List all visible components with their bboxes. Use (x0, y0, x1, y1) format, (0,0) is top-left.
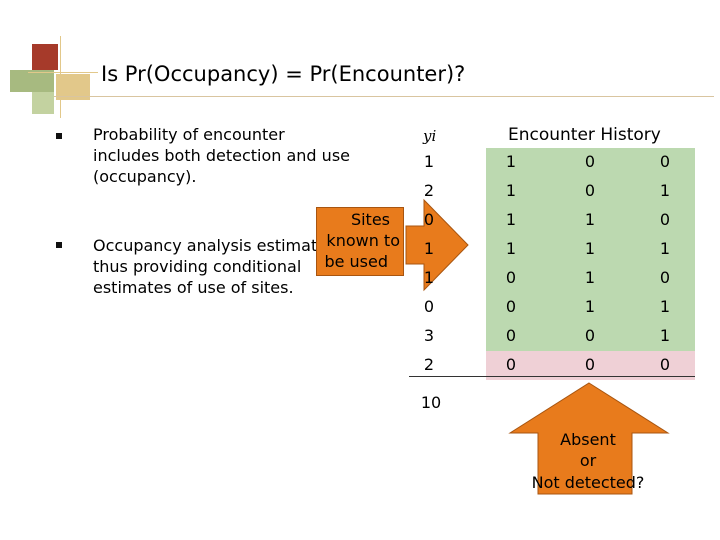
history-cell: 0 (659, 152, 671, 171)
callout-line-1: Sites (350, 210, 390, 229)
arrow-note-line-2: or (579, 451, 597, 470)
history-cell: 1 (659, 239, 671, 258)
yi-cell: 0 (423, 297, 435, 316)
bullet-marker-2 (56, 242, 62, 248)
deco-red-block (32, 44, 58, 70)
deco-vline (60, 36, 61, 118)
callout-line-3: be used (324, 252, 388, 271)
table-row-shade (486, 322, 695, 351)
bullet-text-2: Occupancy analysis estimates each thus p… (93, 236, 380, 297)
history-cell: 0 (505, 297, 517, 316)
table-row-shade (486, 148, 695, 177)
history-cell: 1 (584, 268, 596, 287)
history-cell: 1 (505, 181, 517, 200)
table-row-shade (486, 264, 695, 293)
bullet-marker-1 (56, 133, 62, 139)
history-cell: 1 (505, 152, 517, 171)
arrow-note-line-1: Absent (560, 430, 616, 449)
yi-cell: 1 (423, 239, 435, 258)
history-cell: 0 (584, 181, 596, 200)
history-cell: 0 (584, 326, 596, 345)
callout-line-2: known to (326, 231, 400, 250)
deco-tan-block (56, 74, 90, 100)
table-row-shade (486, 351, 695, 380)
callout-arrow (405, 198, 469, 292)
title-divider (54, 96, 714, 97)
bullet-text-1: Probability of encounter includes both d… (93, 125, 350, 186)
history-cell: 0 (505, 355, 517, 374)
yi-cell: 0 (423, 210, 435, 229)
table-row-shade (486, 177, 695, 206)
history-cell: 1 (659, 297, 671, 316)
history-cell: 0 (659, 355, 671, 374)
yi-cell: 1 (423, 152, 435, 171)
history-cell: 0 (505, 268, 517, 287)
history-cell: 1 (584, 297, 596, 316)
yi-cell: 1 (423, 268, 435, 287)
callout-box (316, 207, 404, 276)
deco-hline (28, 72, 98, 73)
yi-cell: 3 (423, 326, 435, 345)
slide-title: Is Pr(Occupancy) = Pr(Encounter)? (101, 62, 466, 86)
yi-cell: 2 (423, 355, 435, 374)
history-cell: 1 (505, 210, 517, 229)
yi-cell: 2 (423, 181, 435, 200)
table-row-shade (486, 235, 695, 264)
arrow-note-line-3: Not detected? (531, 473, 645, 492)
history-cell: 0 (659, 268, 671, 287)
history-cell: 1 (505, 239, 517, 258)
table-bottom-rule (409, 376, 695, 377)
history-cell: 1 (659, 181, 671, 200)
history-cell: 1 (584, 210, 596, 229)
table-row-shade (486, 293, 695, 322)
history-cell: 1 (659, 326, 671, 345)
history-header: Encounter History (508, 125, 661, 145)
yi-header: yi (423, 127, 437, 145)
history-cell: 0 (584, 152, 596, 171)
deco-green-block (10, 70, 54, 92)
history-cell: 0 (505, 326, 517, 345)
deco-green-small (32, 92, 54, 114)
total-value: 10 (420, 393, 442, 412)
history-cell: 0 (659, 210, 671, 229)
history-cell: 1 (584, 239, 596, 258)
history-cell: 0 (584, 355, 596, 374)
up-arrow-callout (508, 382, 670, 495)
table-row-shade (486, 206, 695, 235)
